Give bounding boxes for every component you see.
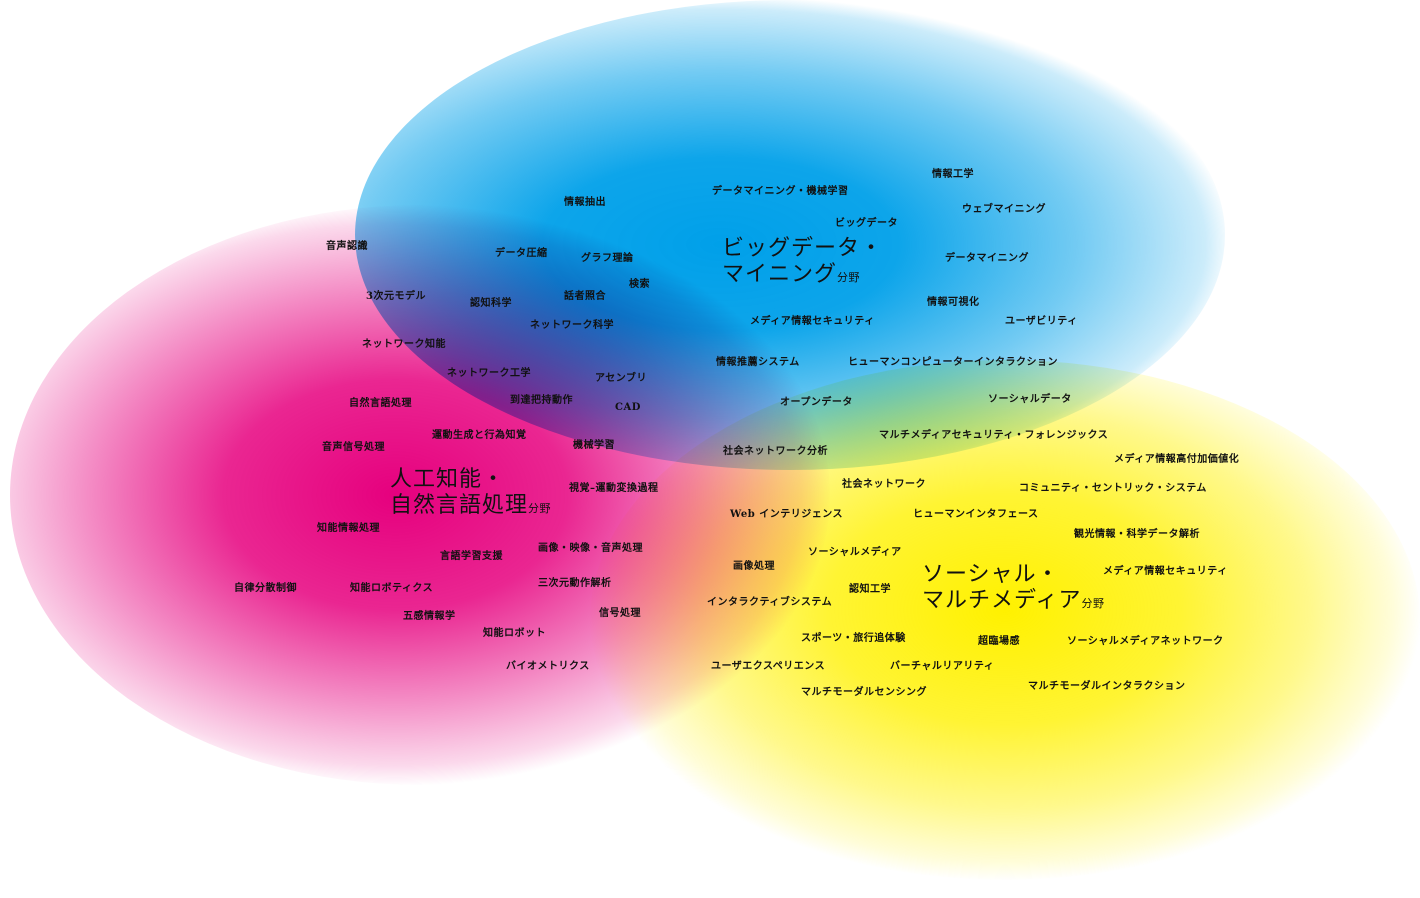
term-label: 社会ネットワーク分析 [723, 446, 828, 457]
term-label: 到達把持動作 [510, 395, 573, 406]
cluster-bigdata-line1: ビッグデータ・ [722, 236, 884, 261]
term-label: バーチャルリアリティ [890, 661, 995, 672]
cluster-ai-suffix: 分野 [528, 502, 552, 515]
term-label: 音声認識 [326, 241, 368, 252]
term-label: ネットワーク工学 [447, 368, 531, 379]
term-label: 情報工学 [932, 169, 974, 180]
term-label: 情報可視化 [927, 297, 980, 308]
term-label: 知能ロボット [483, 628, 546, 639]
cluster-heading-bigdata: ビッグデータ・ マイニング分野 [722, 236, 883, 291]
term-label: 機械学習 [573, 440, 615, 451]
term-label: ソーシャルデータ [988, 394, 1072, 405]
term-label: 三次元動作解析 [538, 578, 612, 589]
term-label: 検索 [629, 279, 650, 290]
term-label: 画像・映像・音声処理 [538, 543, 643, 554]
term-label: メディア情報高付加価値化 [1114, 454, 1240, 465]
term-label: 五感情報学 [403, 611, 456, 622]
term-label: ソーシャルメディア [808, 547, 902, 558]
term-label: 話者照合 [564, 291, 606, 302]
term-label: 言語学習支援 [440, 551, 503, 562]
term-label: グラフ理論 [581, 253, 634, 264]
term-label: Web インテリジェンス [730, 509, 844, 520]
term-label: 3次元モデル [366, 291, 426, 302]
cluster-ai-line2: 自然言語処理 [390, 493, 529, 518]
social-region [590, 360, 1420, 880]
term-label: 知能ロボティクス [350, 583, 434, 594]
cluster-bigdata-line2: マイニング [722, 262, 838, 287]
term-label: バイオメトリクス [506, 661, 590, 672]
term-label: マルチメディアセキュリティ・フォレンジックス [879, 430, 1109, 441]
term-label: インタラクティブシステム [707, 597, 833, 608]
term-label: 知能情報処理 [317, 523, 380, 534]
term-label: 認知科学 [470, 298, 512, 309]
term-label: マルチモーダルセンシング [801, 687, 927, 698]
cluster-social-line1: ソーシャル・ [922, 562, 1060, 587]
term-label: ネットワーク知能 [362, 339, 446, 350]
term-label: データマイニング・機械学習 [712, 186, 849, 197]
term-label: 運動生成と行為知覚 [432, 430, 527, 441]
cluster-heading-ai: 人工知能・ 自然言語処理分野 [390, 467, 551, 522]
term-label: ビッグデータ [835, 218, 898, 229]
term-label: 音声信号処理 [322, 442, 385, 453]
term-label: 超臨場感 [978, 636, 1020, 647]
cluster-social-suffix: 分野 [1081, 597, 1105, 610]
term-label: メディア情報セキュリティ [750, 316, 875, 327]
term-label: 信号処理 [599, 608, 641, 619]
cluster-heading-social: ソーシャル・ マルチメディア分野 [922, 562, 1104, 617]
term-label: ヒューマンコンピューターインタラクション [848, 357, 1058, 368]
term-label: アセンブリ [595, 373, 647, 384]
term-label: スポーツ・旅行追体験 [801, 633, 906, 644]
term-label: データ圧縮 [495, 248, 548, 259]
term-label: 視覚–運動変換過程 [569, 483, 659, 494]
term-label: ユーザビリティ [1005, 316, 1078, 327]
term-label: 自律分散制御 [234, 583, 297, 594]
term-label: 情報推薦システム [716, 357, 800, 368]
term-label: マルチモーダルインタラクション [1028, 681, 1186, 692]
term-label: 画像処理 [733, 561, 775, 572]
term-label: ソーシャルメディアネットワーク [1067, 636, 1224, 647]
term-label: データマイニング [945, 253, 1029, 264]
term-label: コミュニティ・セントリック・システム [1019, 483, 1207, 494]
term-label: オープンデータ [780, 397, 853, 408]
term-label: ヒューマンインタフェース [913, 509, 1039, 520]
term-label: ユーザエクスペリエンス [711, 661, 826, 672]
term-label: 観光情報・科学データ解析 [1074, 529, 1200, 540]
term-label: 認知工学 [849, 584, 891, 595]
term-label: 自然言語処理 [349, 398, 412, 409]
term-label: ウェブマイニング [962, 204, 1046, 215]
term-label: CAD [615, 402, 641, 413]
cluster-social-line2: マルチメディア [922, 588, 1082, 613]
term-label: 情報抽出 [564, 197, 606, 208]
cluster-ai-line1: 人工知能・ [390, 467, 506, 492]
term-label: メディア情報セキュリティ [1103, 566, 1228, 577]
term-label: ネットワーク科学 [530, 320, 614, 331]
term-label: 社会ネットワーク [842, 479, 926, 490]
cluster-bigdata-suffix: 分野 [837, 271, 861, 284]
